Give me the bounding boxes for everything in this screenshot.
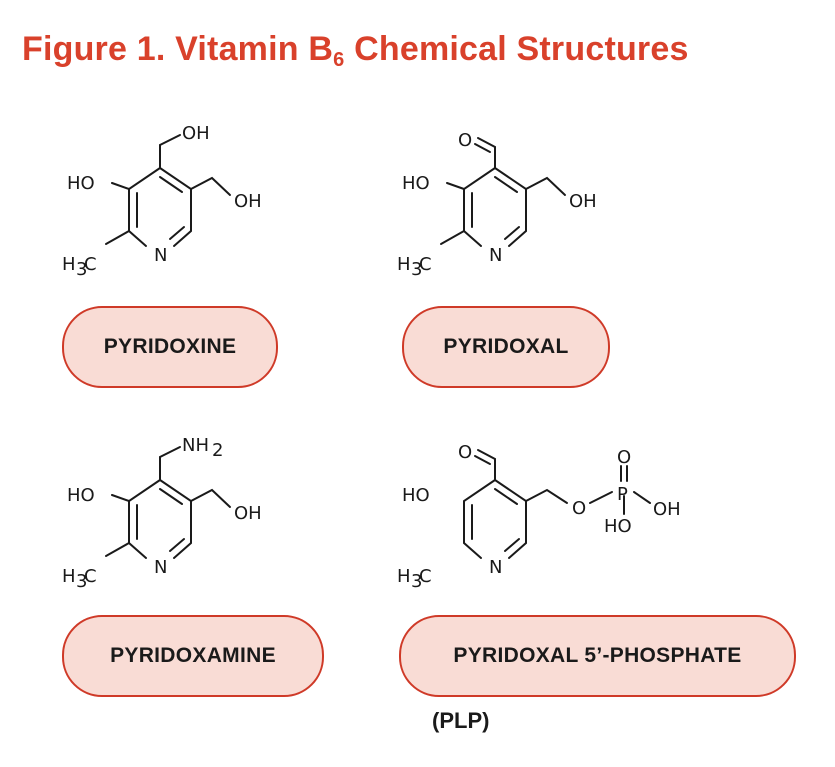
pyridoxamine-ch2nh2 xyxy=(159,446,181,481)
svg-text:3: 3 xyxy=(76,571,87,592)
pyridoxine-label-pill: PYRIDOXINE xyxy=(62,306,278,388)
pyridoxine-ho-label: HO xyxy=(67,173,95,194)
pyridoxine-ho-bond xyxy=(111,182,130,190)
plp-abbreviation: (PLP) xyxy=(432,708,490,733)
pyridoxamine-ho-label: HO xyxy=(67,485,95,506)
svg-text:NH: NH xyxy=(182,435,209,456)
pyridoxal-methyl-bond xyxy=(440,230,465,245)
pyridoxamine-oh-label: OH xyxy=(234,503,262,524)
pyridoxine-methyl-label: H 3 C xyxy=(62,254,97,280)
pyridoxal-aldehyde xyxy=(474,137,496,169)
pyridoxine-double-bonds xyxy=(136,176,185,240)
plp-methyl-label: H 3 C xyxy=(397,566,432,592)
plp-label-pill: PYRIDOXAL 5’-PHOSPHATE xyxy=(399,615,796,697)
pyridoxamine-ch2oh-right xyxy=(190,488,231,508)
pyridoxal-ho-bond xyxy=(446,182,465,190)
pyridoxal-oh-label: OH xyxy=(569,191,597,212)
pyridoxal-name: PYRIDOXAL xyxy=(443,335,569,358)
svg-text:H: H xyxy=(62,566,76,587)
plp-ho-label: HO xyxy=(402,485,430,506)
pyridoxal-aldehyde-o-label: O xyxy=(458,130,472,151)
plp-aldehyde-o-label: O xyxy=(458,442,472,463)
svg-text:3: 3 xyxy=(411,259,422,280)
title-suffix: Chemical Structures xyxy=(344,30,689,68)
svg-text:2: 2 xyxy=(212,440,223,461)
plp-n-label: N xyxy=(489,557,502,578)
svg-text:H: H xyxy=(62,254,76,275)
plp-aldehyde xyxy=(474,449,496,481)
pyridoxamine-ho-bond xyxy=(111,494,130,502)
pyridoxamine-name: PYRIDOXAMINE xyxy=(110,644,276,667)
pyridoxal-double-bonds xyxy=(471,176,520,240)
pyridoxal-ring xyxy=(463,167,527,247)
svg-text:H: H xyxy=(397,566,411,587)
plp-ring xyxy=(463,479,527,559)
plp-name: PYRIDOXAL 5’-PHOSPHATE xyxy=(453,644,742,667)
plp-oh-label: OH xyxy=(653,499,681,520)
svg-text:C: C xyxy=(419,254,432,275)
plp-p-label: P xyxy=(617,484,628,505)
pyridoxamine-ring xyxy=(128,479,192,559)
pyridoxal-structure xyxy=(440,137,566,247)
svg-text:C: C xyxy=(84,566,97,587)
title-subscript: 6 xyxy=(333,49,345,71)
pyridoxine-ring xyxy=(128,167,192,247)
figure-title: Figure 1. Vitamin B6 Chemical Structures xyxy=(22,30,689,72)
plp-p-double-o xyxy=(620,465,628,482)
pyridoxine-methyl-bond xyxy=(105,230,130,245)
pyridoxamine-label-pill: PYRIDOXAMINE xyxy=(62,615,324,697)
pyridoxamine-n-label: N xyxy=(154,557,167,578)
pyridoxine-oh-top-label: OH xyxy=(182,123,210,144)
plp-ho-p-label: HO xyxy=(604,516,632,537)
pyridoxine-structure xyxy=(105,134,231,247)
plp-ch2-o-p xyxy=(525,488,613,504)
pyridoxal-n-label: N xyxy=(489,245,502,266)
pyridoxal-label-pill: PYRIDOXAL xyxy=(402,306,610,388)
pyridoxine-name: PYRIDOXINE xyxy=(103,335,237,358)
pyridoxamine-methyl-bond xyxy=(105,542,130,557)
pyridoxine-ch2oh-right xyxy=(190,176,231,196)
pyridoxine-oh-right-label: OH xyxy=(234,191,262,212)
pyridoxamine-structure xyxy=(105,446,231,559)
title-prefix: Figure 1. Vitamin B xyxy=(22,30,334,68)
plp-p-oh xyxy=(633,491,651,504)
svg-text:H: H xyxy=(397,254,411,275)
pyridoxamine-nh2-label: NH 2 xyxy=(182,435,223,461)
plp-phosphoryl-o-label: O xyxy=(617,447,631,468)
pyridoxal-methyl-label: H 3 C xyxy=(397,254,432,280)
plp-double-bonds xyxy=(471,488,520,552)
svg-text:C: C xyxy=(419,566,432,587)
pyridoxal-ho-label: HO xyxy=(402,173,430,194)
pyridoxine-ch2oh-top xyxy=(159,134,181,169)
pyridoxamine-methyl-label: H 3 C xyxy=(62,566,97,592)
plp-structure xyxy=(463,449,651,559)
pyridoxine-n-label: N xyxy=(154,245,167,266)
plp-ester-o-label: O xyxy=(572,498,586,519)
pyridoxamine-double-bonds xyxy=(136,488,185,552)
svg-text:3: 3 xyxy=(411,571,422,592)
svg-text:3: 3 xyxy=(76,259,87,280)
pyridoxal-ch2oh-right xyxy=(525,176,566,196)
svg-text:C: C xyxy=(84,254,97,275)
